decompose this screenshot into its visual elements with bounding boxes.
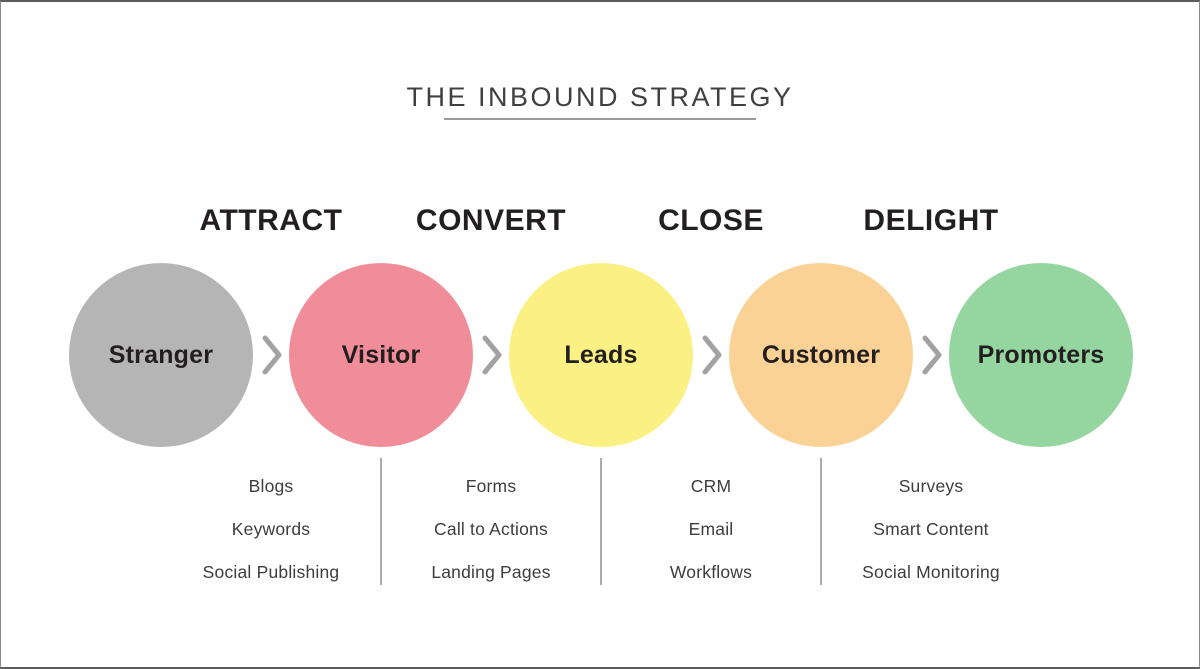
chevron-right-icon: [482, 335, 502, 375]
stage-label-convert: CONVERT: [415, 204, 567, 237]
tool-item: Blogs: [248, 476, 294, 496]
persona-label: Visitor: [341, 340, 421, 369]
column-divider: [600, 458, 602, 585]
persona-circle-leads: Leads: [509, 263, 693, 447]
tool-list-delight: Surveys Smart Content Social Monitoring: [811, 465, 1051, 594]
tool-item: CRM: [690, 476, 732, 496]
tool-item: Social Monitoring: [862, 562, 1000, 582]
stage-label-delight: DELIGHT: [863, 204, 999, 237]
persona-label: Stranger: [108, 340, 214, 369]
tool-item: Landing Pages: [431, 562, 551, 582]
tool-item: Social Publishing: [202, 562, 340, 582]
tool-item: Smart Content: [873, 519, 989, 539]
chevron-right-icon: [922, 335, 942, 375]
stage-label-attract: ATTRACT: [199, 204, 343, 237]
tool-list-attract: Blogs Keywords Social Publishing: [151, 465, 391, 594]
column-divider: [820, 458, 822, 585]
persona-label: Promoters: [977, 340, 1105, 369]
tool-item: Forms: [465, 476, 517, 496]
tool-item: Workflows: [669, 562, 753, 582]
persona-label: Customer: [761, 340, 881, 369]
stage-label-close: CLOSE: [658, 204, 764, 237]
tool-item: Surveys: [898, 476, 964, 496]
chevron-right-icon: [702, 335, 722, 375]
tool-item: Call to Actions: [434, 519, 548, 539]
persona-circle-promoters: Promoters: [949, 263, 1133, 447]
tool-list-convert: Forms Call to Actions Landing Pages: [371, 465, 611, 594]
title-underline: [444, 118, 756, 120]
tool-list-close: CRM Email Workflows: [591, 465, 831, 594]
persona-circle-customer: Customer: [729, 263, 913, 447]
column-divider: [380, 458, 382, 585]
persona-circle-visitor: Visitor: [289, 263, 473, 447]
persona-label: Leads: [564, 340, 638, 369]
chevron-right-icon: [262, 335, 282, 375]
persona-circle-stranger: Stranger: [69, 263, 253, 447]
tool-item: Keywords: [231, 519, 311, 539]
page-title: THE INBOUND STRATEGY: [406, 82, 794, 112]
tool-item: Email: [688, 519, 734, 539]
